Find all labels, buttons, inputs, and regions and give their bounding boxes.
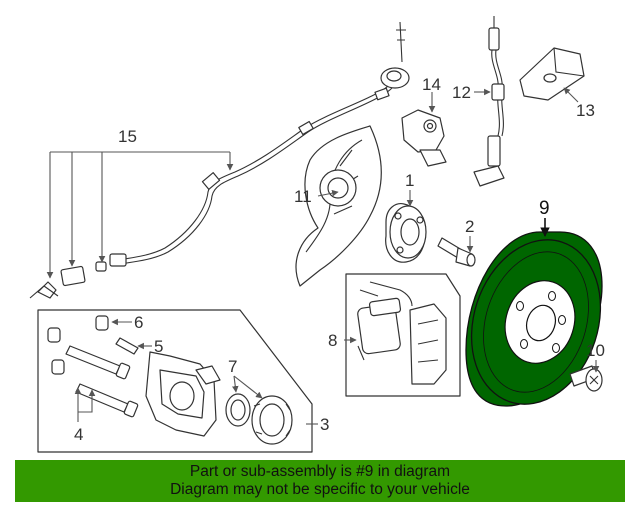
- callout-15: 15: [118, 127, 137, 146]
- callout-13: 13: [576, 101, 595, 120]
- callout-4: 4: [74, 425, 83, 444]
- callout-7: 7: [228, 357, 237, 376]
- banner-line-disclaimer: Diagram may not be specific to your vehi…: [170, 481, 470, 498]
- rear-speed-sensor: [473, 16, 505, 187]
- callout-9: 9: [539, 198, 550, 219]
- callout-11: 11: [294, 187, 312, 206]
- callout-3: 3: [320, 415, 329, 434]
- callout-6: 6: [134, 313, 143, 332]
- callout-1: 1: [405, 171, 414, 190]
- brake-rotor: [465, 231, 603, 407]
- leader-lines: [46, 87, 600, 425]
- callout-14: 14: [422, 75, 441, 94]
- splash-shield: [295, 125, 382, 287]
- banner-line-part: Part or sub-assembly is #9 in diagram: [189, 463, 451, 480]
- brake-pad-kit: [345, 273, 461, 397]
- small-bracket: [519, 47, 585, 101]
- callout-8: 8: [328, 331, 337, 350]
- callout-10: 10: [586, 341, 605, 360]
- sensor-bracket: [401, 109, 447, 167]
- wheel-speed-harness: [29, 21, 410, 299]
- callout-5: 5: [154, 337, 163, 356]
- part-info-banner: Part or sub-assembly is #9 in diagram Di…: [15, 460, 625, 502]
- callout-12: 12: [452, 83, 471, 102]
- wheel-hub: [385, 203, 427, 263]
- callout-labels: 15 14 12 13 11 1 2 8 6 5 4 7 3 9 10: [74, 75, 605, 444]
- caliper-kit: [37, 309, 313, 453]
- callout-2: 2: [465, 217, 474, 236]
